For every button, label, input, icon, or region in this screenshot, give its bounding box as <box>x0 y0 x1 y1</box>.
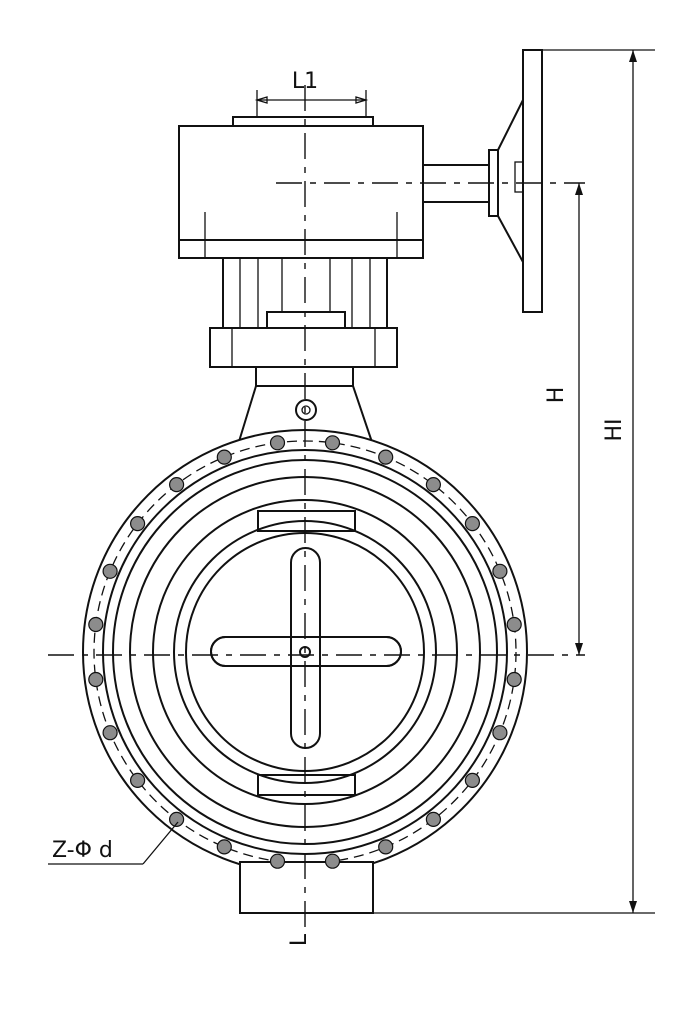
bottom-neck <box>239 861 374 914</box>
label-bolts: Z-Φ d <box>52 838 113 863</box>
flange-bolts <box>88 435 522 869</box>
flange-bolt <box>464 515 480 532</box>
flange-bolt <box>425 811 441 828</box>
flange-bolt <box>88 616 104 633</box>
dim-h <box>575 183 583 655</box>
flange-bolt <box>216 449 232 465</box>
flange-bolt <box>324 435 341 451</box>
flange-bolt <box>492 725 508 741</box>
flange-bolt <box>216 839 232 855</box>
flange-bolt <box>269 435 286 451</box>
label-l: L <box>287 933 312 946</box>
handwheel <box>522 49 543 313</box>
flange-bolt <box>102 563 118 579</box>
flange-bolt <box>378 449 394 465</box>
bolt-leader <box>48 821 179 865</box>
flange-bolt <box>492 563 508 579</box>
flange-bolt <box>169 477 185 493</box>
flange-bolt <box>102 725 118 741</box>
flange-bolt <box>324 853 341 869</box>
gearbox-body <box>178 125 424 259</box>
dim-h1 <box>373 49 655 914</box>
flange-bolt <box>425 477 441 493</box>
neck-bolt <box>295 399 317 421</box>
flange-bolt <box>506 616 522 633</box>
flange-bolt <box>130 772 146 789</box>
label-h1: HI <box>602 418 627 441</box>
flange-bolt <box>506 671 522 688</box>
top-flange <box>209 327 398 368</box>
gearbox-top-cap <box>232 116 374 127</box>
flange-bolt <box>378 839 394 855</box>
flange-bolt <box>88 671 104 688</box>
flange-bolt <box>130 515 146 532</box>
flange-bolt <box>269 853 286 869</box>
dim-l1 <box>254 90 369 117</box>
label-h: H <box>544 387 569 404</box>
flange-bolt <box>169 811 185 828</box>
flange-bolt <box>464 772 480 789</box>
label-l1: L1 <box>292 69 318 94</box>
